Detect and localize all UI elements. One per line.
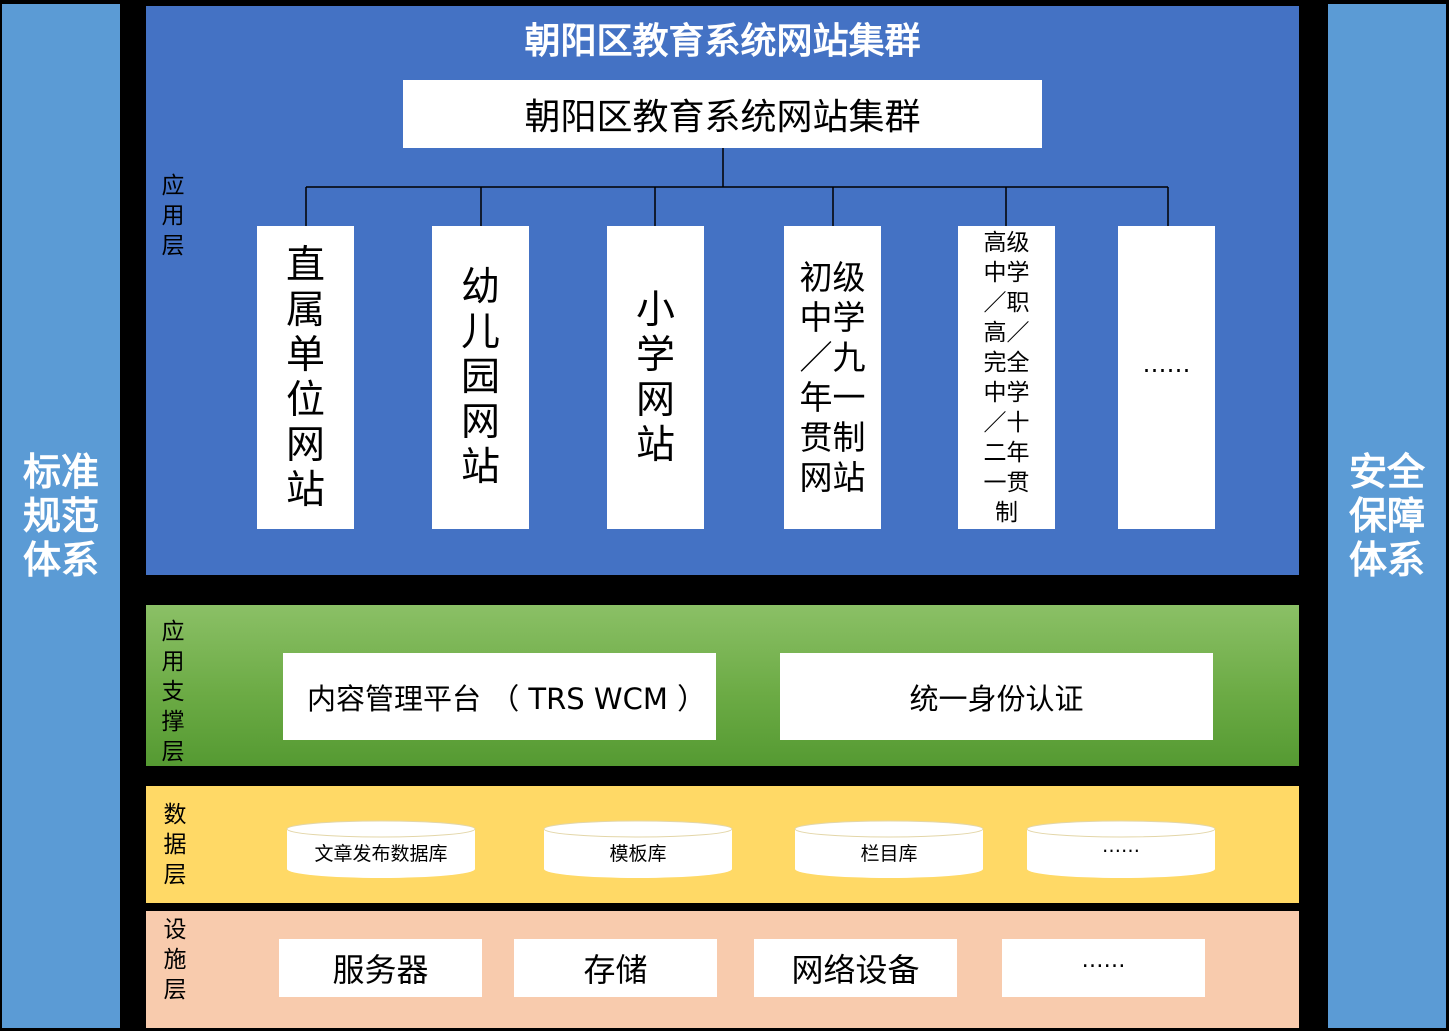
infra-label: ……	[1081, 947, 1126, 973]
application-layer-label: 应用层	[161, 173, 185, 259]
site-box-kindergarten: 幼儿园网站	[432, 226, 529, 529]
site-box-more: ……	[1118, 226, 1215, 529]
infrastructure-layer: 设施层 服务器 存储 网络设备 ……	[146, 911, 1299, 1028]
database-label: 模板库	[609, 843, 667, 865]
security-panel-label: 安全保障体系	[1348, 450, 1425, 582]
database-label: 栏目库	[860, 843, 918, 865]
site-label: 直属单位网站	[285, 242, 325, 513]
database-cylinder-templates: 模板库	[543, 820, 733, 880]
database-cylinder-icon	[286, 820, 476, 878]
infra-label: 服务器	[332, 951, 429, 989]
infra-box-storage: 存储	[514, 939, 717, 997]
site-label: 初级中学／九年一贯制网站	[799, 257, 866, 497]
database-cylinder-columns: 栏目库	[794, 820, 984, 880]
database-cylinder-more: ……	[1026, 820, 1216, 880]
database-label: ……	[1102, 835, 1140, 857]
infra-label: 网络设备	[791, 951, 920, 989]
database-cylinder-articles: 文章发布数据库	[286, 820, 476, 880]
infra-label: 存储	[583, 951, 648, 989]
cluster-root-label: 朝阳区教育系统网站集群	[524, 97, 921, 138]
site-label: 幼儿园网站	[460, 265, 500, 490]
infra-box-more: ……	[1002, 939, 1205, 997]
data-layer: 数据层 文章发布数据库 模板库 栏目库 ……	[146, 786, 1299, 903]
application-layer: 朝阳区教育系统网站集群 应用层 朝阳区教育系统网站集群 直属单位网站 幼儿园网站…	[146, 6, 1299, 575]
site-box-junior-middle: 初级中学／九年一贯制网站	[784, 226, 881, 529]
support-layer-label: 应用支撑层	[161, 619, 185, 765]
database-cylinder-icon	[543, 820, 733, 878]
site-box-senior-high: 高级中学／职高／完全中学／十二年一贯制	[958, 226, 1055, 529]
cms-platform-box: 内容管理平台 （ TRS WCM ）	[283, 653, 716, 740]
cms-platform-label: 内容管理平台 （ TRS WCM ）	[307, 681, 707, 716]
hierarchy-connectors	[305, 148, 1169, 226]
data-layer-label: 数据层	[163, 802, 187, 888]
infra-box-network: 网络设备	[754, 939, 957, 997]
diagram-title: 朝阳区教育系统网站集群	[524, 21, 921, 62]
cluster-root-box: 朝阳区教育系统网站集群	[403, 80, 1042, 148]
infrastructure-layer-label: 设施层	[163, 917, 187, 1003]
unified-auth-label: 统一身份认证	[909, 681, 1084, 716]
database-cylinder-icon	[1026, 820, 1216, 878]
site-box-primary-school: 小学网站	[607, 226, 704, 529]
site-box-direct-units: 直属单位网站	[257, 226, 354, 529]
unified-auth-box: 统一身份认证	[780, 653, 1213, 740]
infra-box-servers: 服务器	[279, 939, 482, 997]
application-support-layer: 应用支撑层 内容管理平台 （ TRS WCM ） 统一身份认证	[146, 605, 1299, 766]
database-cylinder-icon	[794, 820, 984, 878]
security-panel: 安全保障体系	[1328, 4, 1446, 1028]
standards-panel: 标准规范体系	[2, 4, 120, 1028]
database-label: 文章发布数据库	[314, 843, 448, 865]
site-label: ……	[1142, 349, 1191, 378]
standards-panel-label: 标准规范体系	[22, 450, 99, 582]
site-label: 高级中学／职高／完全中学／十二年一贯制	[983, 229, 1030, 526]
site-label: 小学网站	[635, 287, 675, 468]
